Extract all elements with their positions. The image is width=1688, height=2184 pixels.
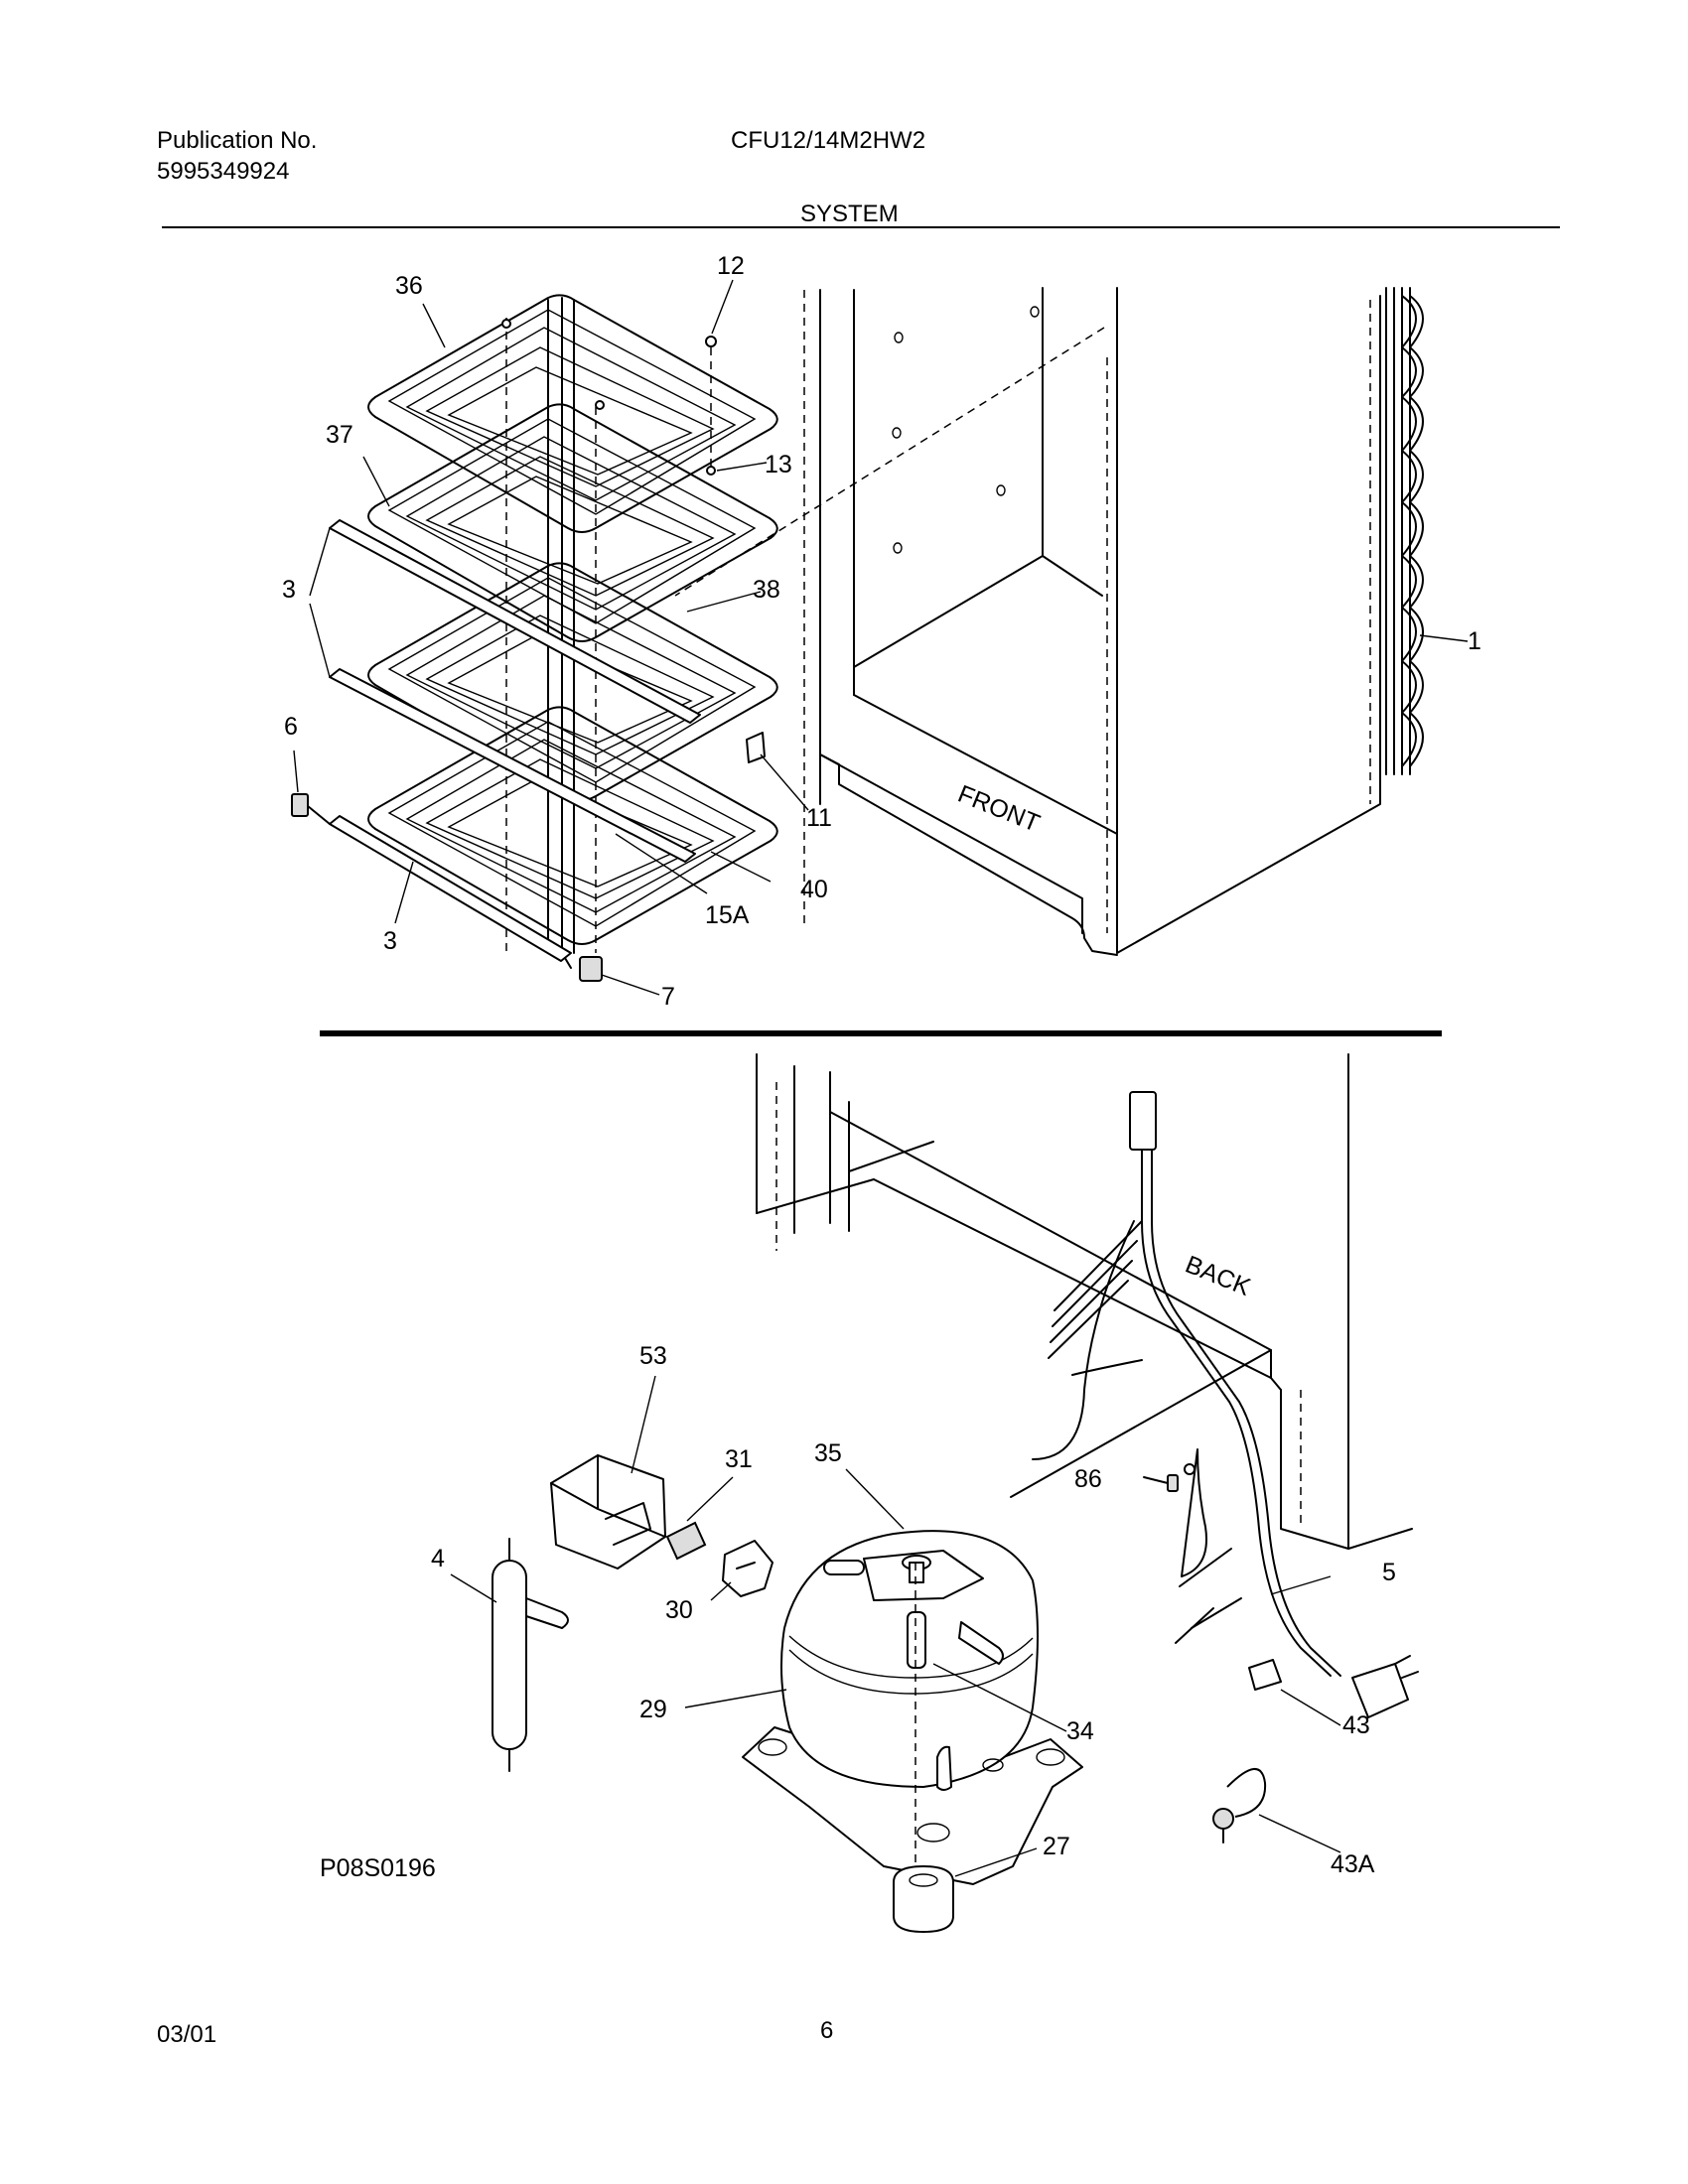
clamp-43a: [1212, 1767, 1267, 1843]
callout-13: 13: [765, 451, 792, 478]
page-number: 6: [820, 2017, 834, 2044]
callout-leaders: [293, 279, 1469, 1877]
callout-3-upper: 3: [282, 576, 296, 604]
callout-12: 12: [717, 252, 745, 280]
callout-5: 5: [1382, 1559, 1396, 1586]
shelf-support-rails: [329, 519, 701, 962]
evaporator-shelf-36: [367, 294, 778, 533]
freezer-cabinet: [674, 287, 1381, 956]
back-label: BACK: [1182, 1251, 1255, 1302]
overload-31: [665, 1521, 707, 1561]
power-cord-harness: [1032, 1091, 1419, 1718]
overload-cover-30: [722, 1540, 774, 1597]
callout-7: 7: [661, 983, 675, 1011]
start-relay-53: [550, 1454, 666, 1570]
publication-number: 5995349924: [157, 158, 290, 185]
condenser-coil: [1385, 287, 1424, 775]
callout-29: 29: [639, 1696, 667, 1723]
callout-53: 53: [639, 1342, 667, 1370]
evaporator-shelf-37: [367, 403, 778, 642]
callout-31: 31: [725, 1445, 753, 1473]
header-rule: [162, 226, 1560, 228]
bracket-11: [746, 732, 766, 763]
callout-34: 34: [1066, 1717, 1094, 1745]
callout-4: 4: [431, 1545, 445, 1572]
bracket-7: [579, 956, 603, 982]
cord-clip-43: [1248, 1659, 1282, 1691]
footer-date: 03/01: [157, 2021, 217, 2048]
callout-15a: 15A: [705, 901, 750, 929]
compressor-29: [742, 1530, 1083, 1885]
mounting-screw-35: [902, 1555, 931, 1583]
grommet-27: [893, 1865, 954, 1933]
section-title: SYSTEM: [800, 201, 899, 227]
callout-1: 1: [1468, 627, 1481, 655]
screw-86: [1143, 1463, 1196, 1492]
bracket-6: [291, 793, 331, 825]
callout-86: 86: [1074, 1465, 1102, 1493]
callout-37: 37: [326, 421, 353, 449]
section-divider: [320, 1030, 1442, 1036]
callout-36: 36: [395, 272, 423, 300]
evaporator-shelf-assembly: [367, 294, 778, 969]
callout-11: 11: [806, 804, 832, 832]
callout-labels: 36 12 13 37 3 38 1 6 11 40 15A 3 7 53 31…: [282, 252, 1481, 1878]
callout-38: 38: [753, 576, 780, 604]
callout-43: 43: [1342, 1711, 1370, 1739]
callout-35: 35: [814, 1439, 842, 1467]
callout-40: 40: [800, 876, 828, 903]
callout-3-lower: 3: [383, 927, 397, 955]
callout-6: 6: [284, 713, 298, 741]
callout-43a: 43A: [1331, 1850, 1375, 1878]
model-number: CFU12/14M2HW2: [731, 127, 926, 154]
cabinet-back-lower: [756, 1053, 1413, 1550]
callout-30: 30: [665, 1596, 693, 1624]
callout-27: 27: [1043, 1833, 1070, 1860]
filter-drier-4: [492, 1538, 569, 1772]
diagram-code: P08S0196: [320, 1854, 436, 1882]
publication-label: Publication No.: [157, 127, 318, 154]
